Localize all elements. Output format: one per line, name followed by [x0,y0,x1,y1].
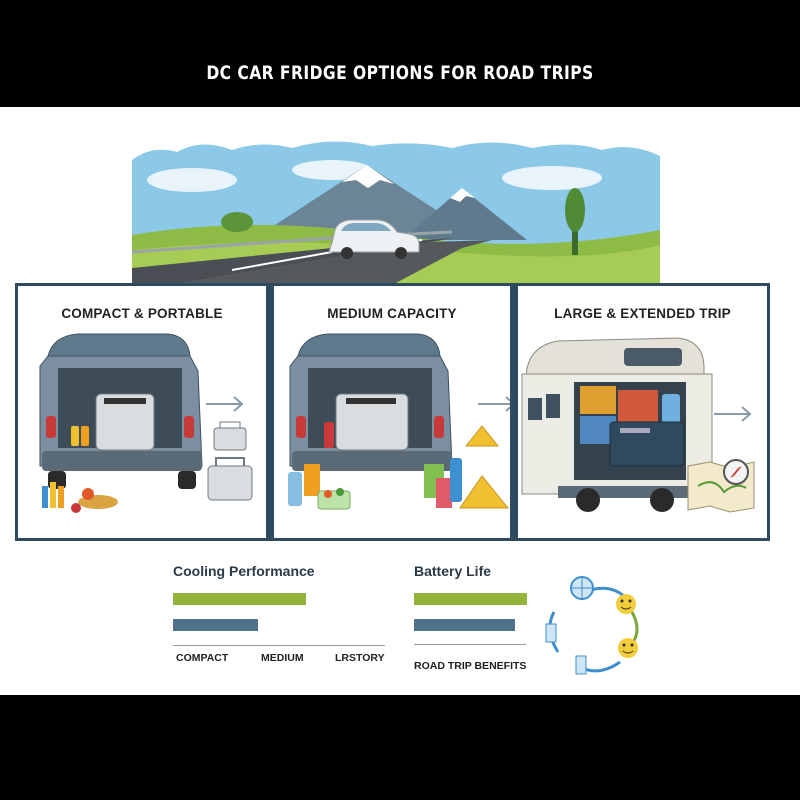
globe-icon [570,576,594,600]
rv-illustration [521,337,755,513]
road-trip-benefits-label: ROAD TRIP BENEFITS [414,660,527,672]
arrow-right-icon [714,406,752,422]
panel-compact: COMPACT & PORTABLE [18,286,266,538]
cooling-bar-compact [173,593,306,605]
axis-label-compact: COMPACT [176,652,229,664]
panel-large: LARGE & EXTENDED TRIP [518,286,767,538]
drink-icon [545,623,557,643]
axis-label-lrstory: LRSTORY [335,652,385,664]
medium-car-illustration [288,333,510,510]
drink-icon [575,655,587,675]
battery-life-title: Battery Life [414,563,492,579]
tent-icon [459,475,510,509]
compass-icon [723,459,749,485]
panel-divider [266,286,274,538]
battery-bar-1 [414,593,527,605]
cooling-bar-medium [173,619,258,631]
footer-bar [0,695,800,800]
food-items [42,482,118,513]
arrow-right-icon [206,396,244,412]
panel-title: MEDIUM CAPACITY [327,306,457,321]
header-bar: DC CAR FRIDGE OPTIONS FOR ROAD TRIPS [0,0,800,107]
compact-car-illustration [39,333,253,513]
battery-bar-2 [414,619,515,631]
panel-divider [510,286,518,538]
arrow-right-icon [478,396,510,412]
smiley-icon [616,594,636,614]
smiley-icon [618,638,638,658]
tent-icon [464,425,500,447]
cooler-icon [207,421,253,501]
cooling-performance-title: Cooling Performance [173,563,315,579]
axis-line [173,645,385,646]
page-title: DC CAR FRIDGE OPTIONS FOR ROAD TRIPS [206,62,594,84]
panel-medium: MEDIUM CAPACITY [274,286,510,538]
panel-title: LARGE & EXTENDED TRIP [554,306,731,321]
benefits-cycle [545,576,639,675]
axis-label-medium: MEDIUM [261,652,304,664]
food-items [288,458,462,510]
road-scene [132,141,660,285]
axis-line [414,644,526,645]
panel-title: COMPACT & PORTABLE [61,306,223,321]
fridge-options-frame: COMPACT & PORTABLE [15,283,770,541]
